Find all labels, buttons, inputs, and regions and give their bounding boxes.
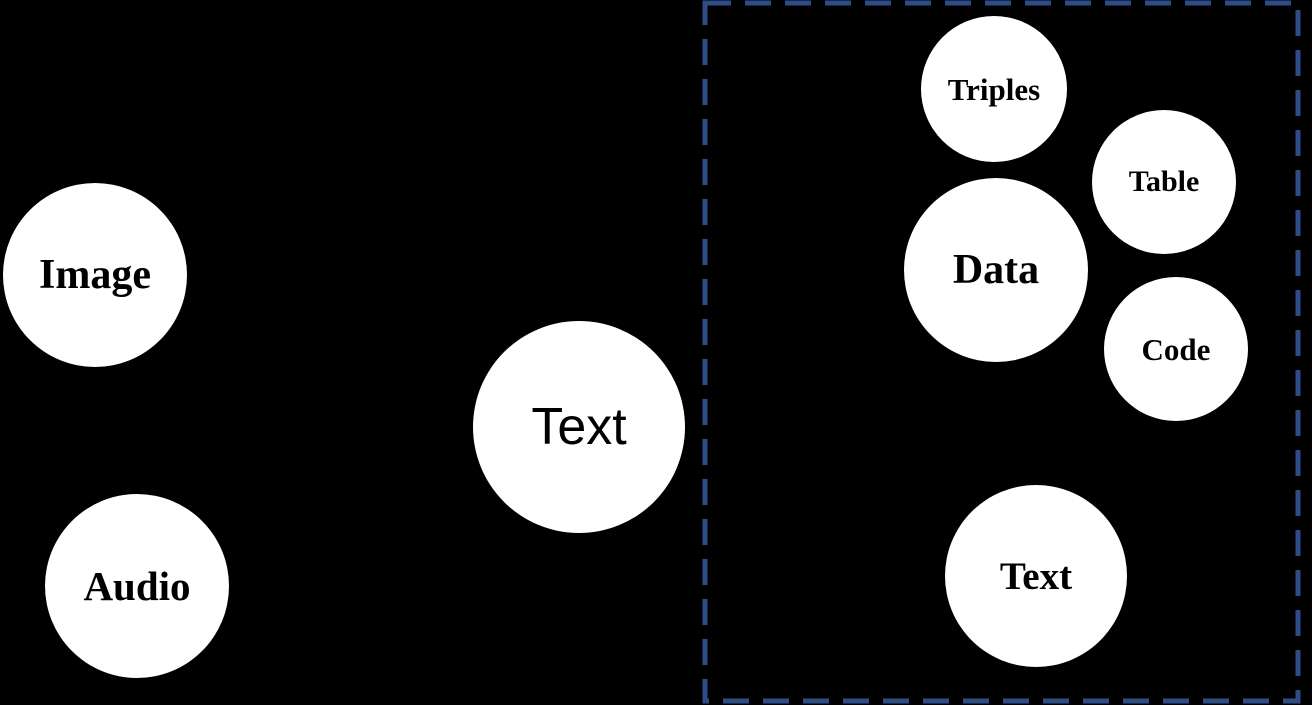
node-text-right-label: Text [999,554,1073,598]
node-table: Table [1092,110,1236,254]
node-triples: Triples [921,16,1067,162]
node-audio-label: Audio [83,562,191,609]
node-image: Image [3,183,187,367]
node-text-center-label: Text [531,398,627,456]
node-data: Data [904,178,1088,362]
node-code: Code [1104,277,1248,421]
node-audio: Audio [45,494,229,678]
node-code-label: Code [1141,331,1211,367]
node-data-label: Data [952,247,1040,293]
node-table-label: Table [1128,165,1200,198]
dashed-group-box-border [702,0,1301,704]
node-triples-label: Triples [947,71,1041,107]
node-image-label: Image [39,252,151,298]
node-text-right: Text [945,485,1127,667]
node-text-center: Text [473,321,685,533]
